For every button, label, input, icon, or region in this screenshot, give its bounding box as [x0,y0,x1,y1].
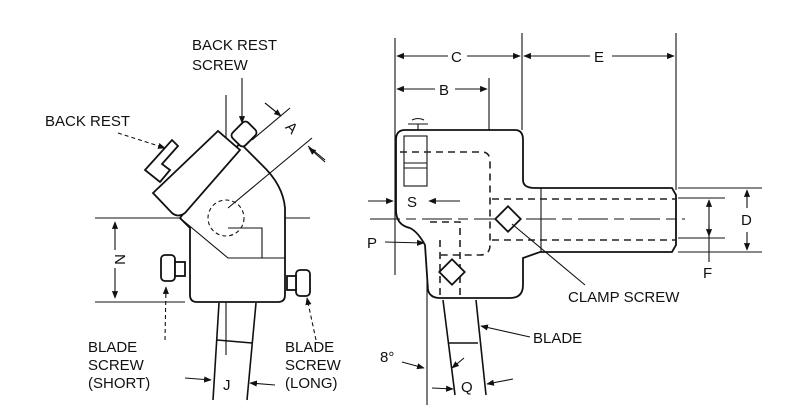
right-view: C E B D F S P CLAMP SCREW BLADE 8° Q [367,33,762,405]
dim-q-arrow [486,378,514,386]
extension-lines [394,33,677,275]
top-screw-slot [403,135,428,187]
back-rest-label: BACK REST [45,113,130,130]
pivot-circle [207,199,245,237]
blade-screw-short-label: (SHORT) [88,375,150,392]
holder-side-body [395,129,677,299]
dim-f-label: F [703,265,712,282]
long-screw-leader [305,297,317,341]
dim-a-arrow [308,147,326,163]
blade-screw-long-label: (LONG) [285,375,338,392]
dim-q-arrow [431,385,454,392]
hidden-bore [400,151,491,256]
back-rest-screw-label: BACK REST [192,37,277,54]
blade-slot [179,217,285,259]
dim-b-label: B [439,82,449,99]
dim-a-lines [227,102,326,209]
back-rest [143,138,180,184]
back-rest-screw-label: SCREW [192,57,249,74]
dim-j-arrow [249,380,276,387]
blade-screw-short-label: BLADE [88,339,137,356]
left-view: A N J BACK REST SCREW BACK REST BLADE SC… [45,37,342,401]
dim-d-label: D [741,212,752,229]
back-rest-screw-icon [230,120,258,148]
angle-arrow [451,357,465,369]
clamp-screw-label: CLAMP SCREW [568,289,680,306]
angle-label: 8° [380,349,394,366]
dim-p-arrow [384,239,425,246]
back-rest-block [151,129,242,217]
blade-screw-long-icon [286,269,311,297]
slot-lines [404,162,427,169]
blade-leader [480,324,531,338]
dim-q-label: Q [461,379,473,396]
back-rest-leader [117,132,166,149]
dim-a-label: A [282,119,301,138]
top-screw-icon [408,117,428,130]
side-blade [442,299,487,396]
blade-screw-long-label: SCREW [285,357,342,374]
dim-p-label: P [367,235,377,252]
dim-n-label: N [111,254,128,265]
dim-e-label: E [594,49,604,66]
short-screw-leader [162,286,169,341]
blade-screw-short-icon [160,254,186,282]
angle-leader [401,361,425,370]
blade [212,302,257,401]
dim-s-label: S [407,194,417,211]
dim-d-f-lines [678,187,762,253]
dim-c-label: C [451,49,462,66]
dim-j-arrow [184,376,212,383]
blade-label: BLADE [533,330,582,347]
clamp-screw-leader [511,223,586,286]
dim-j-label: J [223,377,231,394]
blade-screw-icon [437,257,467,287]
blade-screw-short-label: SCREW [88,357,145,374]
dim-a-arrow [264,102,282,117]
blade-screw-long-label: BLADE [285,339,334,356]
